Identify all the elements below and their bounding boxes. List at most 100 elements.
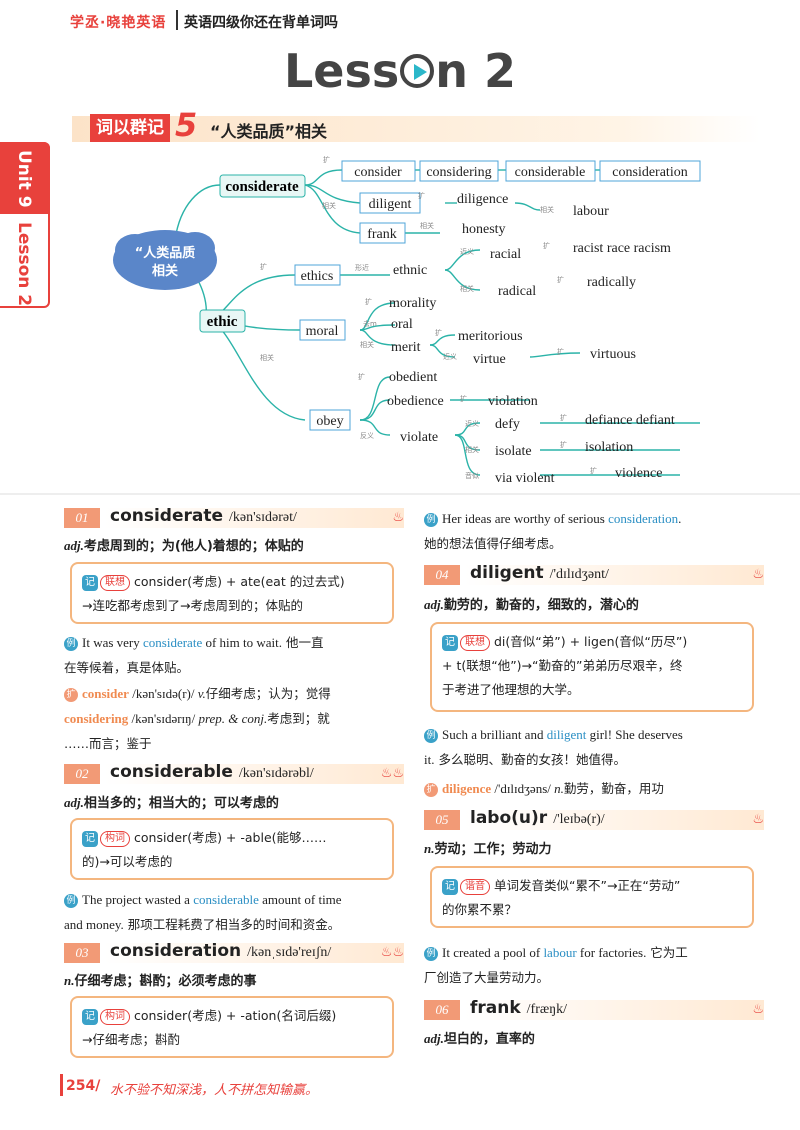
play-icon[interactable] <box>400 53 435 88</box>
svg-text:近义: 近义 <box>460 247 474 256</box>
entry-04-definition: adj.勤劳的，勤奋的，细致的，潜心的 <box>424 597 639 613</box>
side-tab-lesson: Lesson 2 <box>14 222 34 307</box>
svg-text:ethics: ethics <box>301 269 334 284</box>
svg-text:近义: 近义 <box>465 419 479 428</box>
svg-text:violation: violation <box>488 394 538 409</box>
header-brand: 学丞·晓艳英语 <box>70 15 167 31</box>
group-title: “人类品质”相关 <box>210 122 328 141</box>
memory-icon: 记 <box>82 1008 98 1025</box>
svg-text:racial: racial <box>490 247 521 262</box>
entry-number: 04 <box>424 565 460 585</box>
svg-text:相关: 相关 <box>360 340 374 349</box>
entry-number: 01 <box>64 508 100 528</box>
svg-text:isolation: isolation <box>585 440 633 455</box>
svg-text:virtuous: virtuous <box>590 347 636 362</box>
group-banner <box>72 116 760 142</box>
example-icon: 例 <box>424 513 438 528</box>
svg-text:consider: consider <box>354 165 402 180</box>
svg-text:扩: 扩 <box>460 394 467 403</box>
svg-text:扩: 扩 <box>418 191 425 200</box>
svg-text:音似: 音似 <box>465 471 479 480</box>
entry-05-definition: n.劳动；工作；劳动力 <box>424 841 552 857</box>
entry-02-definition: adj.相当多的；相当大的；可以考虑的 <box>64 795 279 811</box>
svg-text:扩: 扩 <box>560 440 567 449</box>
node-considerate: considerate <box>225 179 299 195</box>
expand-icon: 扩 <box>424 783 438 798</box>
svg-text:defy: defy <box>495 417 520 432</box>
svg-text:honesty: honesty <box>462 222 506 237</box>
svg-text:frank: frank <box>367 227 397 242</box>
svg-text:considerable: considerable <box>515 165 586 180</box>
example-icon: 例 <box>424 947 438 962</box>
svg-text:相关: 相关 <box>420 221 434 230</box>
entry-02-header: 02 considerable/kən'sɪdərəbl/ ♨♨ <box>64 762 404 786</box>
svg-text:扩: 扩 <box>365 297 372 306</box>
section-divider <box>0 493 800 495</box>
entry-03-header: 03 consideration/kənˌsɪdə'reɪʃn/ ♨♨ <box>64 941 404 965</box>
footer-motto: 水不验不知深浅，人不拼怎知输赢。 <box>110 1083 319 1098</box>
side-tab-unit-bg <box>0 142 50 214</box>
header-divider <box>176 10 178 30</box>
svg-text:扩: 扩 <box>358 372 365 381</box>
svg-text:considering: considering <box>426 165 491 180</box>
entry-04-header: 04 diligent/'dɪlɪdʒənt/ ♨ <box>424 563 764 587</box>
svg-text:obey: obey <box>316 414 343 429</box>
example-icon: 例 <box>64 637 78 652</box>
svg-text:moral: moral <box>306 324 339 339</box>
svg-text:相关: 相关 <box>465 445 479 454</box>
svg-text:radical: radical <box>498 284 536 299</box>
entry-number: 06 <box>424 1000 460 1020</box>
headword: diligent/'dɪlɪdʒənt/ <box>470 563 609 583</box>
example-icon: 例 <box>424 729 438 744</box>
svg-text:扩: 扩 <box>560 413 567 422</box>
svg-text:相关: 相关 <box>260 353 274 362</box>
fire-icon: ♨♨ <box>380 945 404 960</box>
entry-01-definition: adj.考虑周到的；为(他人)着想的；体贴的 <box>64 538 304 554</box>
center-node: “人类品质 相关 <box>113 230 217 290</box>
svg-text:相关: 相关 <box>322 201 336 210</box>
entry-01-header: 01 considerate/kən'sɪdərət/ ♨ <box>64 506 404 530</box>
svg-text:obedient: obedient <box>389 370 437 385</box>
svg-text:相关: 相关 <box>152 263 178 279</box>
memory-icon: 记 <box>82 830 98 847</box>
memory-icon: 记 <box>82 574 98 591</box>
entry-05-header: 05 labo(u)r/'leɪbə(r)/ ♨ <box>424 808 764 832</box>
group-tag: 词以群记 <box>90 114 170 142</box>
memory-icon: 记 <box>442 634 458 651</box>
svg-text:扩: 扩 <box>323 155 330 164</box>
mind-map: “人类品质 相关 considerate consider considerin… <box>113 155 701 486</box>
svg-text:“人类品质: “人类品质 <box>135 245 196 261</box>
headword: consideration/kənˌsɪdə'reɪʃn/ <box>110 941 332 961</box>
node-ethic: ethic <box>207 314 238 330</box>
svg-text:defiance defiant: defiance defiant <box>585 413 675 428</box>
entry-03-definition: n.仔细考虑；斟酌；必须考虑的事 <box>64 973 257 989</box>
svg-text:diligence: diligence <box>457 192 508 207</box>
svg-text:扩: 扩 <box>435 328 442 337</box>
svg-text:ethnic: ethnic <box>393 263 427 278</box>
svg-text:racist race racism: racist race racism <box>573 241 671 256</box>
svg-text:oral: oral <box>391 317 413 332</box>
svg-text:扩: 扩 <box>557 275 564 284</box>
fire-icon: ♨♨ <box>380 766 404 781</box>
svg-text:morality: morality <box>389 296 436 311</box>
svg-text:virtue: virtue <box>473 352 506 367</box>
entry-06-header: 06 frank/fræŋk/ ♨ <box>424 998 764 1022</box>
svg-text:形近: 形近 <box>355 263 369 272</box>
svg-text:violence: violence <box>615 466 662 481</box>
page-number: 254/ <box>66 1078 101 1094</box>
svg-text:反义: 反义 <box>360 431 374 440</box>
svg-text:isolate: isolate <box>495 444 532 459</box>
side-tab-unit: Unit 9 <box>14 150 34 208</box>
svg-text:diligent: diligent <box>369 197 412 212</box>
lesson-title-pre: Less <box>283 44 400 98</box>
fire-icon: ♨ <box>392 510 404 525</box>
headword: considerable/kən'sɪdərəbl/ <box>110 762 314 782</box>
